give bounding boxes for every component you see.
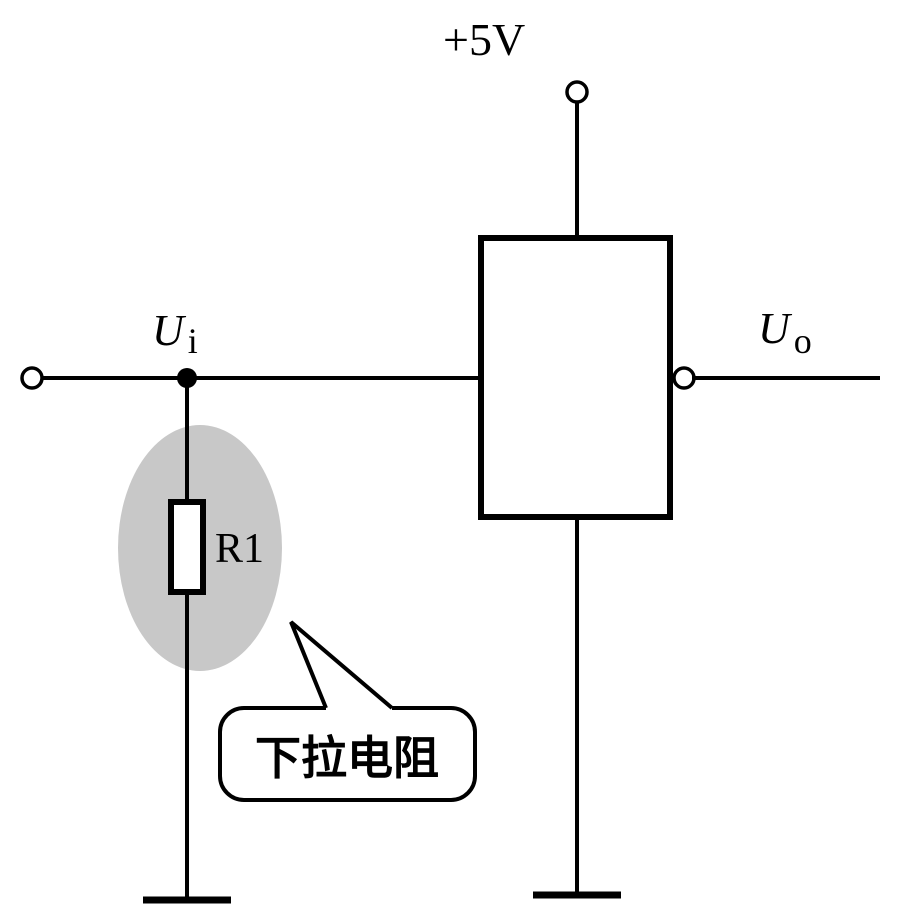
supply-terminal[interactable] [565,80,589,104]
output-symbol: U [758,304,793,353]
input-terminal[interactable] [20,366,44,390]
callout-bubble: 下拉电阻 [218,620,477,802]
callout-text: 下拉电阻 [255,731,439,785]
resistor-r1 [168,499,206,595]
resistor-label: R1 [215,526,264,572]
input-symbol: U [152,306,187,355]
inverter-bubble [672,366,696,390]
callout-pointer [289,620,394,710]
supply-label: +5V [443,14,525,65]
gate-block [478,235,673,520]
input-subscript: i [188,321,198,361]
output-subscript: o [794,321,812,361]
